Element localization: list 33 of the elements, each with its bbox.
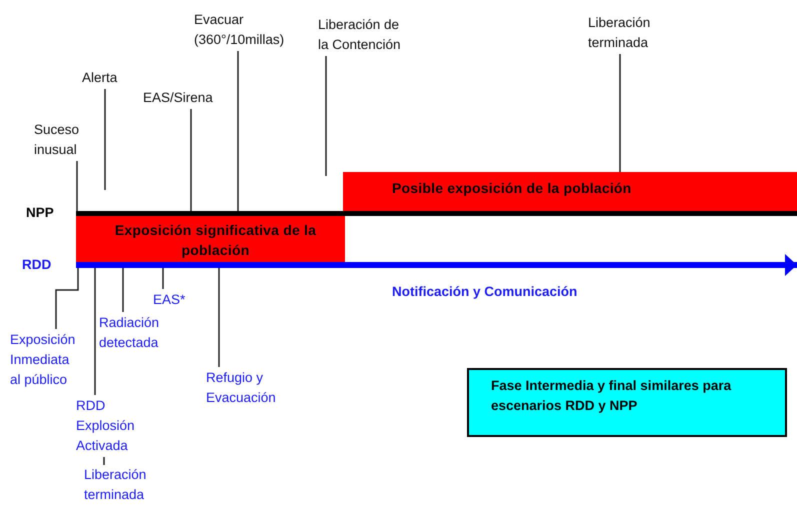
event-label: Suceso inusual <box>34 120 94 160</box>
note-box: Fase Intermedia y final similares para escenarios RDD y NPP <box>467 368 787 437</box>
leader-line <box>218 268 220 367</box>
series-label: NPP <box>26 205 54 220</box>
event-label: Refugio y Evacuación <box>206 368 296 408</box>
event-label: Radiación detectada <box>99 313 179 353</box>
event-label: EAS/Sirena <box>143 88 233 108</box>
leader-line <box>619 54 621 172</box>
leader-line <box>122 268 124 312</box>
event-label: EAS* <box>153 290 193 310</box>
leader-line <box>162 268 164 289</box>
event-label: Liberación de la Contención <box>318 15 410 55</box>
event-label: Liberación terminada <box>84 465 164 505</box>
leader-line <box>104 89 106 190</box>
leader-line <box>103 457 105 465</box>
leader-line <box>237 51 239 211</box>
event-label: RDD Explosión Activada <box>76 396 151 456</box>
timeline-bar <box>76 211 797 216</box>
phase-label: Notificación y Comunicación <box>392 284 578 299</box>
leader-line <box>55 268 79 329</box>
leader-line <box>76 161 78 211</box>
series-label: RDD <box>22 257 52 272</box>
leader-line <box>190 109 192 211</box>
arrow <box>756 254 797 276</box>
exposure-bar: Posible exposición de la población <box>343 172 797 211</box>
event-label: Liberación terminada <box>588 13 668 53</box>
event-label: Alerta <box>82 68 132 88</box>
leader-line <box>94 268 96 395</box>
exposure-bar: Exposición significativa de la población <box>76 216 345 262</box>
leader-line <box>325 56 327 176</box>
event-label: Evacuar (360°/10millas) <box>194 10 309 50</box>
timeline-bar <box>76 262 756 268</box>
event-label: Exposición Inmediata al público <box>10 330 82 390</box>
